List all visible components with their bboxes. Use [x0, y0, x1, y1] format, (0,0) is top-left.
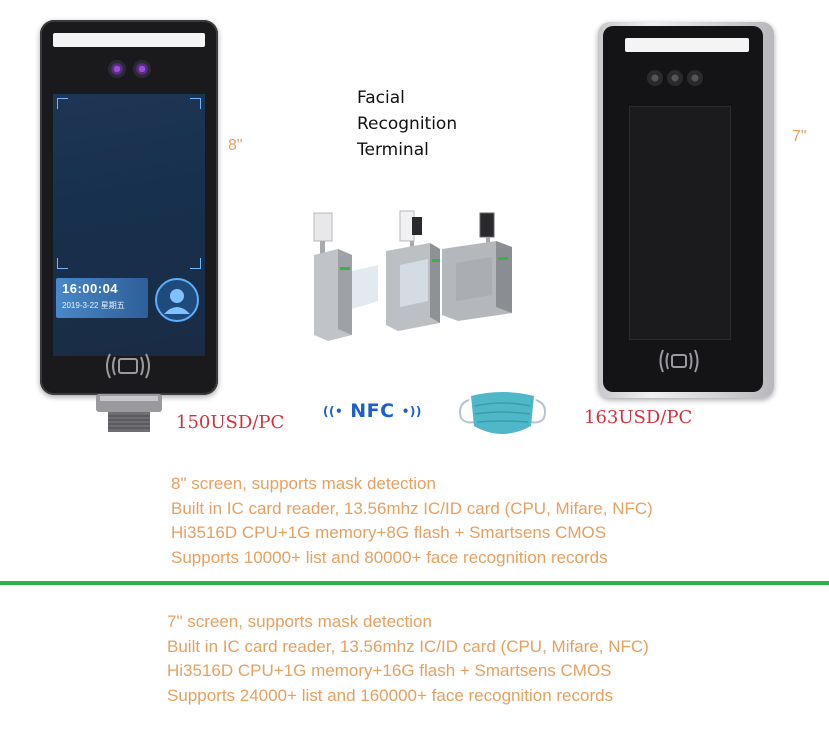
frame-corner	[57, 98, 68, 109]
page-title: Facial Recognition Terminal	[357, 85, 457, 163]
spec-line: Supports 24000+ list and 160000+ face re…	[167, 685, 614, 705]
frame-corner	[190, 258, 201, 269]
nfc-logo: ((• NFC •))	[323, 400, 422, 422]
face-mask-icon	[455, 388, 550, 440]
terminal-8-inch-image: 16:00:04 2019-3-22 星期五	[40, 20, 218, 395]
nfc-card-reader-icon	[657, 344, 701, 378]
terminal-screen: 16:00:04 2019-3-22 星期五	[53, 94, 205, 356]
title-line: Facial	[357, 88, 405, 108]
frame-corner	[57, 258, 68, 269]
screen-time-panel: 16:00:04 2019-3-22 星期五	[56, 278, 148, 318]
spec-line: Built in IC card reader, 13.56mhz IC/ID …	[171, 498, 653, 518]
spec-line: 7" screen, supports mask detection	[167, 612, 432, 631]
spec-line: 8" screen, supports mask detection	[171, 474, 436, 493]
spec-line: Supports 10000+ list and 80000+ face rec…	[171, 547, 608, 567]
camera-lens-icon	[667, 70, 683, 86]
nfc-label: NFC	[350, 400, 395, 422]
fill-light-bar	[53, 33, 205, 47]
spec-line: Hi3516D CPU+1G memory+16G flash + Smarts…	[167, 661, 612, 680]
price-8: 150USD/PC	[176, 412, 285, 433]
signal-waves-left-icon: ((•	[323, 404, 344, 419]
spec-line: Hi3516D CPU+1G memory+8G flash + Smartse…	[171, 523, 607, 542]
camera-lens-icon	[108, 60, 126, 78]
terminal-screen	[629, 106, 731, 340]
signal-waves-right-icon: •))	[401, 404, 422, 419]
camera-lens-icon	[133, 60, 151, 78]
spec-line: Built in IC card reader, 13.56mhz IC/ID …	[167, 636, 649, 656]
title-line: Terminal	[357, 140, 429, 160]
screen-time: 16:00:04	[62, 281, 119, 296]
size-label-8: 8"	[228, 137, 243, 154]
camera-lens-icon	[687, 70, 703, 86]
face-avatar-icon	[155, 278, 199, 322]
specs-7-inch: 7" screen, supports mask detection Built…	[167, 610, 649, 708]
size-label-7: 7"	[792, 128, 807, 145]
price-7: 163USD/PC	[584, 407, 693, 428]
turnstile-gates-image	[300, 205, 525, 345]
camera-lens-icon	[647, 70, 663, 86]
fill-light-bar	[625, 38, 749, 52]
specs-8-inch: 8" screen, supports mask detection Built…	[171, 472, 653, 570]
section-divider	[0, 581, 829, 585]
screen-date: 2019-3-22 星期五	[62, 301, 125, 310]
terminal-bezel	[603, 26, 763, 392]
terminal-7-inch-image	[598, 22, 774, 398]
mounting-bracket	[96, 394, 162, 434]
frame-corner	[190, 98, 201, 109]
title-line: Recognition	[357, 114, 458, 134]
nfc-card-reader-icon	[102, 346, 154, 386]
